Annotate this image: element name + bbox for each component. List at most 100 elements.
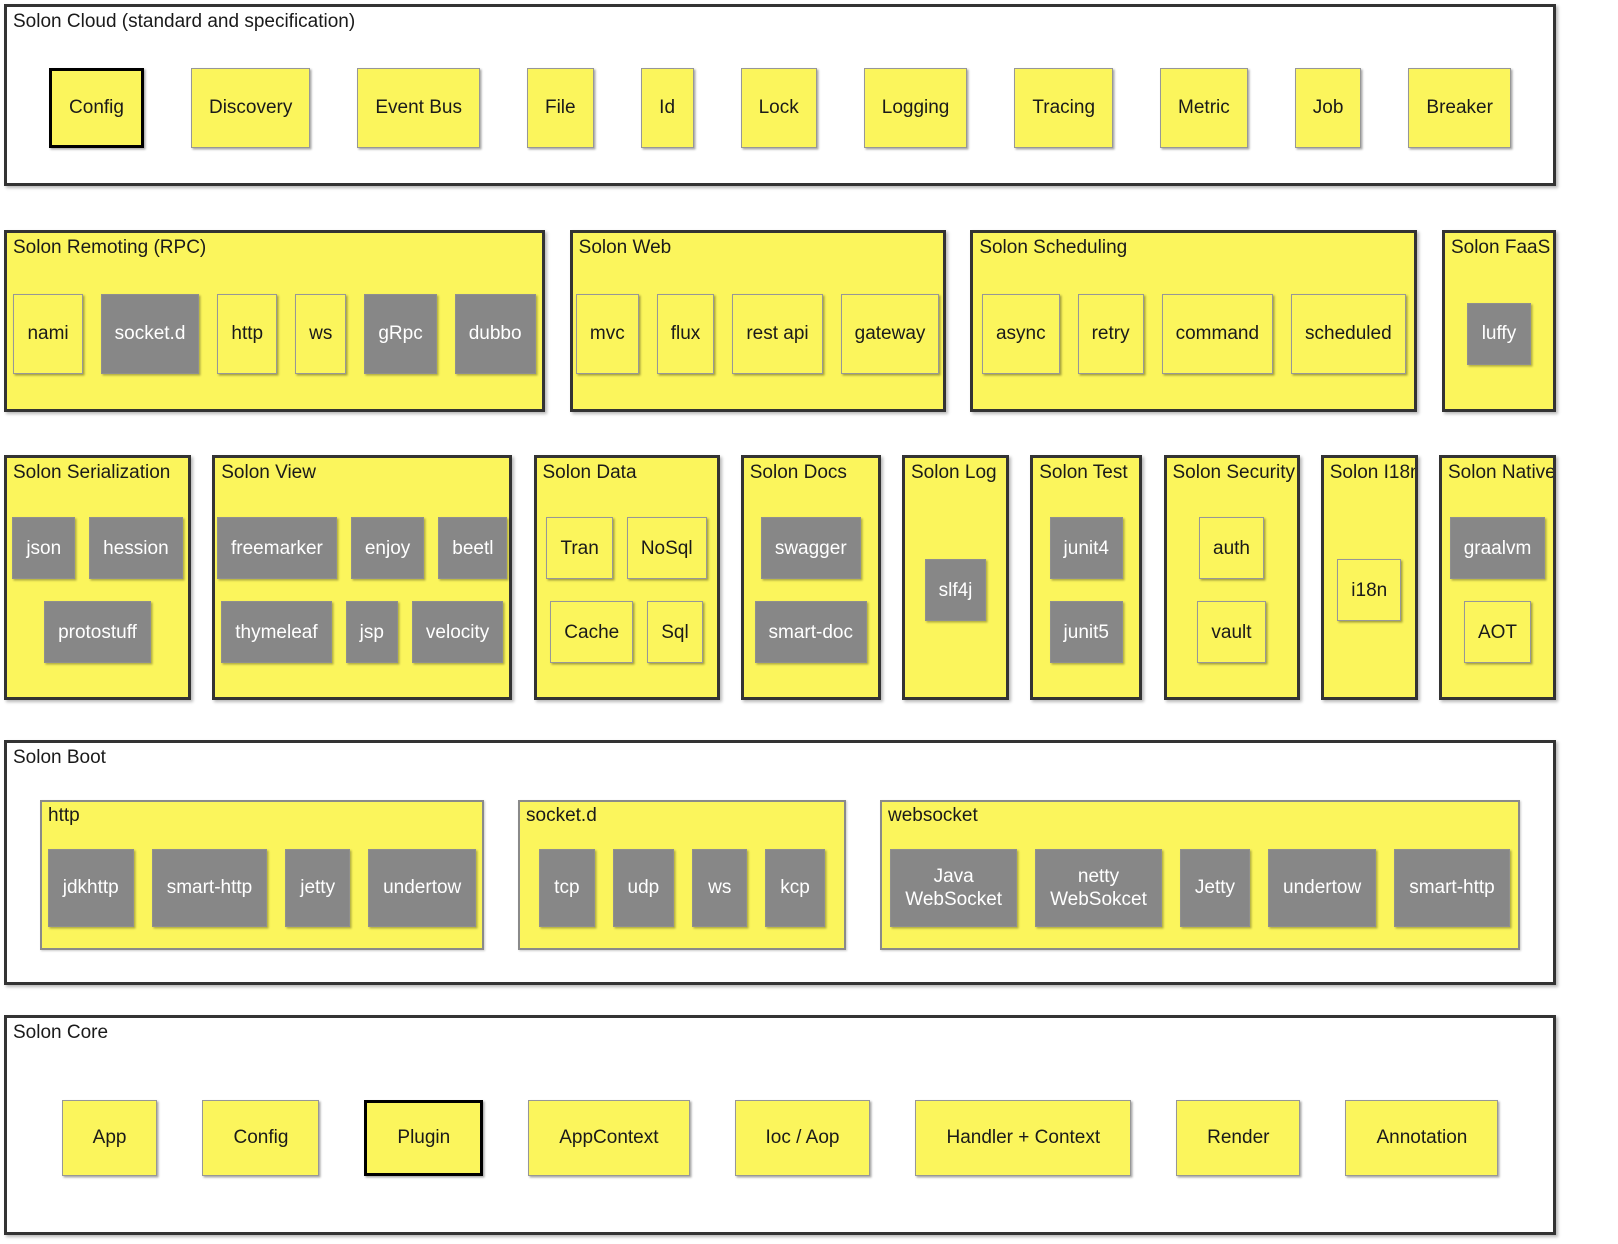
node-sql: Sql <box>647 601 703 664</box>
item-row: junit5 <box>1033 601 1139 664</box>
section-title: Solon Test <box>1039 462 1128 483</box>
node-http: http <box>217 293 278 374</box>
node-appcontext: AppContext <box>528 1099 690 1176</box>
node-smart-doc: smart-doc <box>754 601 867 664</box>
section-solon-log: Solon Log slf4j <box>902 455 1009 700</box>
section-title: Solon Native <box>1448 462 1553 483</box>
item-row: protostuff <box>7 601 188 664</box>
section-title: Solon Boot <box>13 747 106 768</box>
group-title: websocket <box>888 805 978 827</box>
node-async: async <box>981 293 1060 374</box>
item-row: luffy <box>1445 302 1553 365</box>
node-plugin: Plugin <box>364 1099 484 1176</box>
node-event-bus: Event Bus <box>357 67 480 148</box>
node-flux: flux <box>656 293 715 374</box>
node-id: Id <box>640 67 694 148</box>
node-scheduled: scheduled <box>1291 293 1406 374</box>
item-row: vault <box>1167 601 1297 664</box>
node-lock: Lock <box>740 67 817 148</box>
node-vault: vault <box>1197 601 1266 664</box>
item-rows: junit4 junit5 <box>1033 484 1139 697</box>
node-thymeleaf: thymeleaf <box>221 601 332 664</box>
node-junit5: junit5 <box>1049 601 1123 664</box>
node-undertow: undertow <box>368 848 477 927</box>
node-hession: hession <box>89 517 183 580</box>
node-cache: Cache <box>550 601 634 664</box>
band-solon-cloud: Solon Cloud (standard and specification)… <box>4 4 1556 186</box>
section-title: Solon Docs <box>749 462 847 483</box>
node-velocity: velocity <box>411 601 504 664</box>
node-handler-context: Handler + Context <box>915 1099 1132 1176</box>
node-beetl: beetl <box>438 517 508 580</box>
node-app: App <box>61 1099 158 1176</box>
section-title: Solon Remoting (RPC) <box>13 237 207 258</box>
node-jetty: Jetty <box>1179 848 1251 927</box>
node-discovery: Discovery <box>190 67 311 148</box>
node-junit4: junit4 <box>1049 517 1123 580</box>
solon-architecture-diagram: Solon Cloud (standard and specification)… <box>4 4 1556 1235</box>
section-title: Solon Data <box>542 462 637 483</box>
node-config: Config <box>202 1099 320 1176</box>
node-gateway: gateway <box>840 293 940 374</box>
node-socket-d: socket.d <box>100 293 200 374</box>
section-title: Solon Serialization <box>13 462 171 483</box>
node-command: command <box>1161 293 1274 374</box>
node-kcp: kcp <box>765 848 825 927</box>
node-netty-websokcet: netty WebSokcet <box>1035 848 1162 927</box>
group-title: http <box>48 805 80 827</box>
section-title: Solon FaaS <box>1450 237 1551 258</box>
item-row: slf4j <box>905 559 1006 622</box>
section-solon-test: Solon Test junit4 junit5 <box>1030 455 1143 700</box>
item-rows: i18n <box>1324 484 1415 697</box>
item-row: i18n <box>1324 559 1415 622</box>
node-file: File <box>526 67 594 148</box>
node-nosql: NoSql <box>626 517 707 580</box>
section-solon-cloud-standard-and-specification: Solon Cloud (standard and specification)… <box>4 4 1556 186</box>
item-row: auth <box>1167 517 1297 580</box>
section-title: Solon Core <box>13 1022 109 1043</box>
node-breaker: Breaker <box>1408 67 1511 148</box>
node-annotation: Annotation <box>1345 1099 1499 1176</box>
node-jdkhttp: jdkhttp <box>47 848 134 927</box>
node-json: json <box>12 517 76 580</box>
node-grpc: gRpc <box>364 293 437 374</box>
node-udp: udp <box>612 848 675 927</box>
node-java-websocket: Java WebSocket <box>890 848 1018 927</box>
node-config: Config <box>49 67 144 148</box>
section-title: Solon View <box>221 462 316 483</box>
node-rest-api: rest api <box>732 293 823 374</box>
node-nami: nami <box>13 293 83 374</box>
section-title: Solon Log <box>911 462 997 483</box>
node-retry: retry <box>1077 293 1144 374</box>
